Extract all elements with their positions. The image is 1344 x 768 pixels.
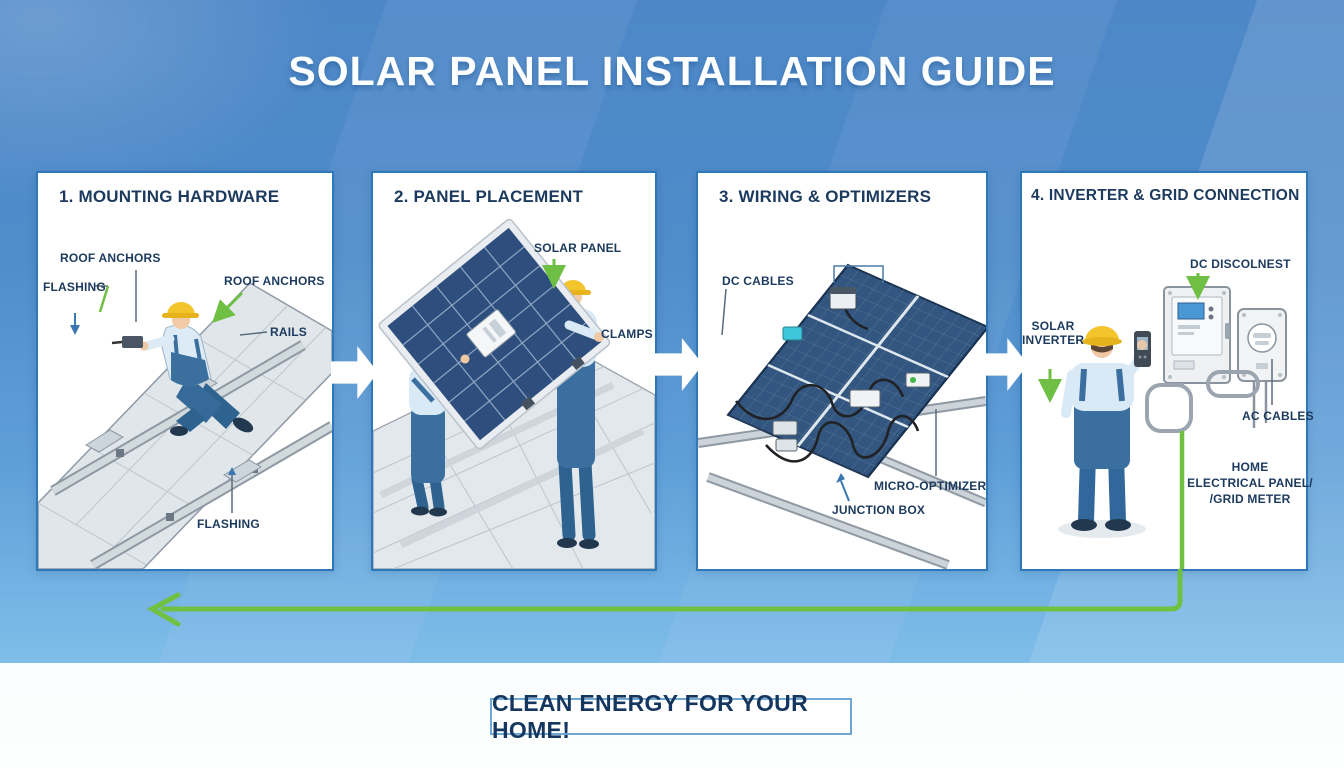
worker-figure — [1061, 326, 1151, 531]
step-card-inverter-grid: 4. INVERTER & GRID CONNECTION DC DISCOLN… — [1020, 171, 1314, 571]
label-roof-anchors-left: ROOF ANCHORS — [60, 251, 161, 265]
label-home-electrical-panel: HOME ELECTRICAL PANEL/ /GRID METER — [1187, 460, 1313, 506]
step-title: 4. INVERTER & GRID CONNECTION — [1031, 187, 1300, 204]
step-title: 3. WIRING & OPTIMIZERS — [719, 187, 932, 206]
wiring-optimizers-illustration — [698, 263, 986, 569]
label-solar-inverter: SOLAR INVERTER — [1022, 319, 1085, 347]
leader-lines — [1038, 273, 1273, 405]
mounting-hardware-illustration — [38, 270, 332, 569]
label-roof-anchors-right: ROOF ANCHORS — [224, 274, 325, 288]
label-solar-panel: SOLAR PANEL — [534, 241, 622, 255]
leader-lines — [70, 270, 268, 513]
step-title: 2. PANEL PLACEMENT — [394, 187, 584, 206]
label-flashing-bottom: FLASHING — [197, 517, 260, 531]
label-micro-optimizer: MICRO-OPTIMIZER — [874, 479, 987, 493]
mounting-rails-graphic — [50, 340, 332, 569]
optimizer-devices-graphic — [772, 287, 931, 452]
label-flashing-left: FLASHING — [43, 280, 106, 294]
footer-badge: CLEAN ENERGY FOR YOUR HOME! — [490, 690, 852, 743]
label-junction-box: JUNCTION BOX — [832, 503, 926, 517]
worker-figure — [111, 302, 254, 436]
step-card-mounting-hardware: 1. MOUNTING HARDWARE ROOF ANCHORS FLASHI… — [36, 171, 334, 571]
panel-placement-illustration — [373, 218, 655, 569]
leader-lines — [721, 265, 937, 502]
label-dc-disconnect: DC DISCOLNEST — [1190, 257, 1291, 271]
worker-arm-over-panel — [564, 320, 600, 340]
grid-meter-box-graphic — [1237, 308, 1287, 428]
label-rails: RAILS — [270, 325, 307, 339]
step-card-panel-placement: 2. PANEL PLACEMENT SOLAR PANEL CLAMPS — [371, 171, 657, 571]
label-ac-cables: AC CABLES — [1242, 409, 1314, 423]
dc-disconnect-box-graphic — [1163, 286, 1231, 384]
label-dc-cables: DC CABLES — [722, 274, 794, 288]
step-card-wiring-optimizers: 3. WIRING & OPTIMIZERS DC CABLES MICRO-O… — [696, 171, 988, 571]
cable-loops-graphic — [1145, 370, 1260, 433]
inverter-grid-illustration — [1038, 273, 1287, 569]
page-title: SOLAR PANEL INSTALLATION GUIDE — [288, 48, 1056, 94]
worker-shadow — [1058, 520, 1146, 538]
label-clamps: CLAMPS — [601, 327, 653, 341]
step-title: 1. MOUNTING HARDWARE — [59, 187, 280, 206]
